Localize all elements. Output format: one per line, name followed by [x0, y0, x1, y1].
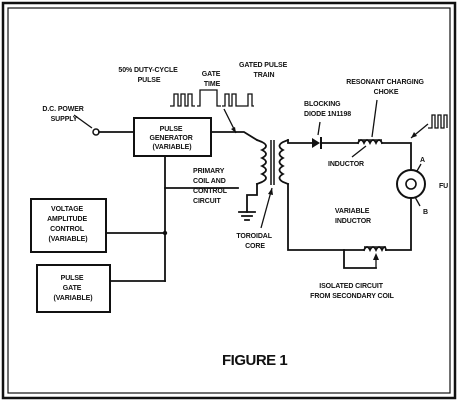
pulse-gate-box — [36, 264, 111, 313]
secondary-top-wire — [287, 139, 313, 144]
blocking-diode-label: BLOCKING DIODE 1N1198 — [304, 101, 351, 118]
fuel-cell-electrode — [405, 178, 417, 190]
inner-frame — [7, 7, 451, 394]
isolated-circuit-label: ISOLATED CIRCUIT FROM SECONDARY COIL — [310, 283, 394, 300]
primary-coil — [255, 138, 267, 186]
isolated-circuit-bracket — [343, 249, 377, 269]
variable-inductor-to-secondary-wire — [287, 183, 365, 251]
inductor-label: INDUCTOR — [328, 161, 364, 168]
dc-power-supply-label: D.C. POWER SUPPLY — [42, 106, 85, 123]
cell-to-variable-inductor-wire — [385, 197, 412, 251]
primary-coil-label: PRIMARY COIL AND CONTROL CIRCUIT — [193, 168, 229, 205]
choke-to-cell-wire — [381, 142, 412, 172]
terminal-a-label: A — [420, 157, 425, 164]
gated-pulse-train-label: GATED PULSE TRAIN — [239, 62, 289, 79]
duty-cycle-waveform — [170, 93, 195, 107]
toroidal-pointer-head — [268, 188, 273, 195]
fuel-cell-label: FU — [439, 183, 448, 190]
pulse-gate-label: PULSE GATE (VARIABLE) — [54, 275, 93, 302]
choke-pointer — [371, 99, 378, 138]
variable-inductor-arrow-head — [373, 253, 379, 260]
ground-symbol — [238, 211, 256, 221]
dc-supply-arrow — [73, 114, 93, 129]
generator-output-wire — [210, 131, 259, 142]
primary-ground-lead — [246, 183, 258, 213]
bus-junction — [162, 230, 168, 236]
toroidal-core-label: TOROIDAL CORE — [236, 233, 273, 250]
resonant-charging-choke-label: RESONANT CHARGING CHOKE — [346, 79, 426, 96]
voltage-amplitude-control-box — [30, 198, 107, 253]
terminal-b-label: B — [423, 209, 428, 216]
blocking-diode — [312, 138, 320, 148]
gate-time-label: GATE TIME — [202, 71, 222, 88]
secondary-coil — [278, 138, 290, 186]
toroidal-core-pointer — [260, 187, 273, 229]
terminal-b-pointer — [414, 196, 421, 207]
output-arrow-head — [411, 132, 417, 138]
diode-pointer — [317, 121, 321, 136]
output-pulse-waveform — [428, 114, 448, 129]
figure-caption: FIGURE 1 — [222, 352, 287, 369]
terminal-a-pointer — [416, 163, 422, 172]
pulse-generator-label: PULSE GENERATOR (VARIABLE) — [149, 126, 194, 151]
voltage-amplitude-control-label: VOLTAGE AMPLITUDE CONTROL (VARIABLE) — [47, 206, 89, 243]
inductor-pointer — [351, 145, 367, 158]
gate-time-waveform — [197, 89, 221, 107]
pulse-generator-box — [133, 117, 212, 157]
gated-pulse-train-waveform — [222, 93, 254, 107]
duty-cycle-label: 50% DUTY-CYCLE PULSE — [118, 67, 179, 84]
variable-inductor-label: VARIABLE INDUCTOR — [335, 208, 371, 225]
